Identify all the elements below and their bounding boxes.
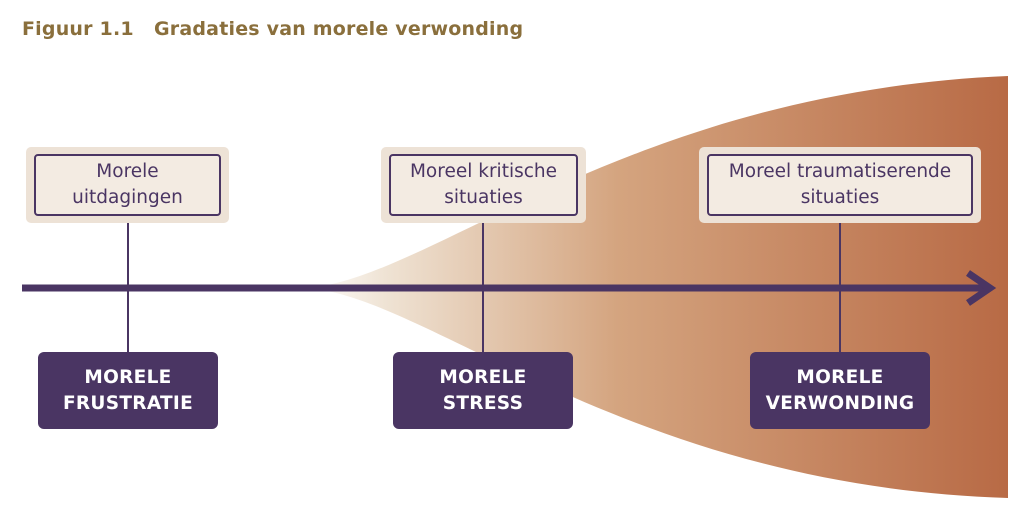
situation-line: Morele (96, 161, 159, 182)
situation-label-uitdagingen: Morele uitdagingen (34, 154, 221, 216)
figure-title: Gradaties van morele verwonding (154, 18, 524, 40)
state-line: FRUSTRATIE (62, 392, 194, 414)
state-line: MORELE (439, 366, 527, 388)
situation-line: situaties (444, 187, 523, 208)
situation-line: uitdagingen (72, 187, 183, 208)
situation-label-kritisch: Moreel kritische situaties (389, 154, 578, 216)
state-line: STRESS (442, 392, 524, 414)
state-box-stress: MORELE STRESS (393, 352, 573, 429)
state-box-frustratie: MORELE FRUSTRATIE (38, 352, 218, 429)
situation-box-traumatiserend: Moreel traumatiserende situaties (699, 147, 981, 223)
state-box-verwonding: MORELE VERWONDING (750, 352, 930, 429)
state-line: MORELE (796, 366, 884, 388)
state-line: VERWONDING (765, 392, 915, 414)
situation-line: Moreel kritische (409, 161, 558, 182)
axis-arrowhead (966, 270, 997, 306)
situation-box-uitdagingen: Morele uitdagingen (26, 147, 229, 223)
figure-number: Figuur 1.1 (22, 18, 134, 40)
situation-line: Moreel traumatiserende (728, 161, 952, 182)
figure-caption: Figuur 1.1 Gradaties van morele verwondin… (22, 18, 523, 40)
state-line: MORELE (84, 366, 172, 388)
situation-line: situaties (800, 187, 880, 208)
situation-box-kritisch: Moreel kritische situaties (381, 147, 586, 223)
situation-label-traumatiserend: Moreel traumatiserende situaties (707, 154, 973, 216)
